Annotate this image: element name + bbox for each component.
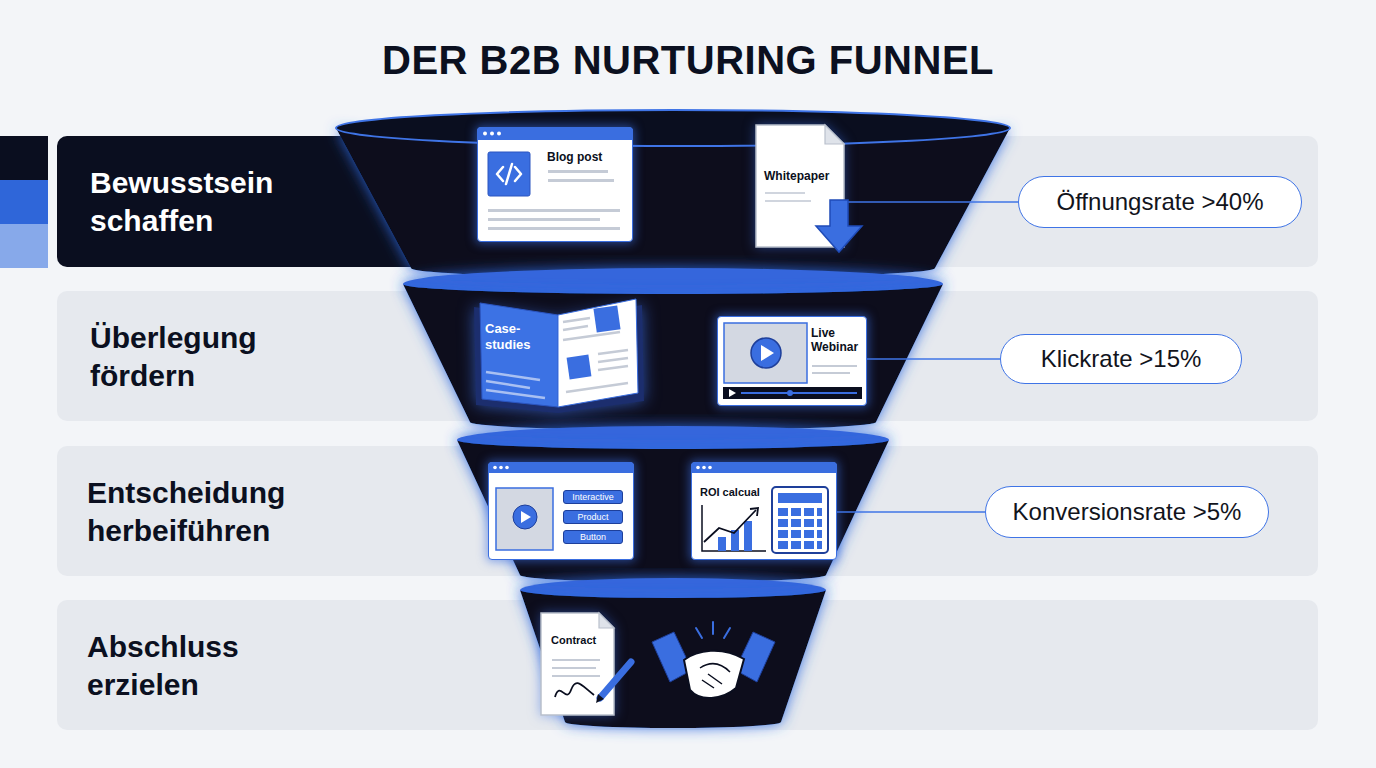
stage-band: Entscheidung herbeiführen InteractiveProd… [57, 446, 1318, 576]
icon-label: ROI calcual [700, 485, 778, 499]
stage-band: Überlegung fördern Case-studies Live Webin… [57, 291, 1318, 421]
stage-label: Überlegung fördern [90, 319, 320, 395]
stage-band: Abschluss erzielen Contract [57, 600, 1318, 730]
accent-bar [0, 224, 48, 268]
book-outline [470, 295, 646, 413]
document-outline [540, 612, 615, 716]
stage-label: Entscheidung herbeiführen [87, 474, 317, 550]
button-label: Product [563, 510, 623, 524]
accent-bars [0, 136, 48, 268]
stage-label: Abschluss erzielen [87, 628, 317, 704]
blog-icon: Blog post [477, 127, 633, 242]
stage-label: Bewusstsein schaffen [90, 164, 320, 240]
icon-label: Whitepaper [764, 169, 842, 184]
diagram-title: DER B2B NURTURING FUNNEL [0, 36, 1376, 84]
document-outline [755, 124, 845, 248]
button-label: Button [563, 530, 623, 544]
book-page [558, 299, 638, 407]
metric-label: Klickrate >15% [1001, 335, 1241, 383]
metric-label: Konversionsrate >5% [986, 487, 1268, 537]
book-page [480, 303, 558, 407]
metric-pill: Öffnungsrate >40% [1018, 176, 1302, 228]
accent-bar [0, 136, 48, 180]
document-fold [825, 125, 844, 144]
stage-band: Bewusstsein schaffen Blog postWhitepaperÖ… [57, 136, 1318, 267]
document-page [756, 125, 844, 247]
button-label: Interactive [563, 490, 623, 504]
contract-icon: Contract [540, 612, 615, 716]
icon-label: Case-studies [485, 321, 551, 353]
case-study-book: Case-studies [470, 295, 646, 413]
whitepaper-icon: Whitepaper [755, 124, 845, 248]
metric-pill: Klickrate >15% [1000, 334, 1242, 384]
webinar-icon: Live Webinar [717, 316, 867, 406]
interactive-demo-icon: InteractiveProductButton [488, 462, 634, 560]
icon-label: Live Webinar [811, 326, 865, 354]
icon-label: Blog post [547, 150, 627, 165]
accent-bar [0, 180, 48, 224]
metric-label: Öffnungsrate >40% [1019, 177, 1301, 227]
document-fold [599, 613, 614, 628]
funnel-rim [520, 578, 826, 602]
document-page [541, 613, 614, 715]
roi-calculator-icon: ROI calcual [691, 462, 837, 560]
metric-pill: Konversionsrate >5% [985, 486, 1269, 538]
icon-label: Contract [551, 633, 611, 647]
